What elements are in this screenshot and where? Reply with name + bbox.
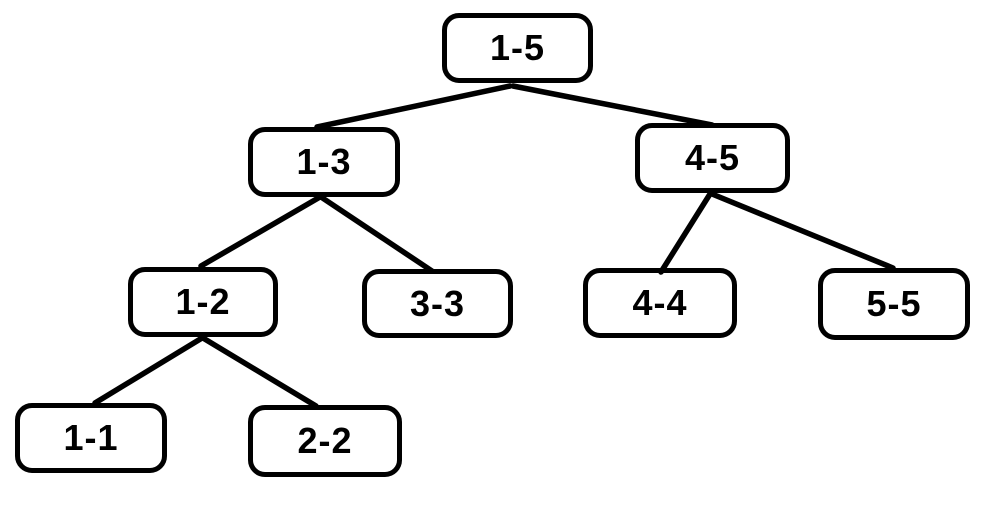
tree-node-label: 1-1 [63, 417, 119, 458]
tree-node-label: 5-5 [866, 283, 922, 324]
tree-node-3-3: 3-3 [362, 269, 513, 338]
tree-node-label: 4-5 [684, 137, 741, 178]
tree-node-5-5: 5-5 [818, 268, 970, 340]
edge-4-5-to-5-5 [709, 191, 896, 271]
edge-1-3-to-3-3 [318, 194, 435, 274]
tree-node-1-1: 1-1 [15, 403, 167, 473]
edge-1-2-to-1-1 [92, 335, 205, 406]
tree-node-label: 4-4 [632, 282, 688, 323]
edge-1-2-to-2-2 [200, 335, 319, 409]
edge-1-5-to-1-3 [314, 83, 513, 130]
edge-4-5-to-4-4 [658, 191, 713, 275]
edge-1-5-to-4-5 [510, 83, 715, 128]
tree-node-label: 2-2 [297, 420, 353, 461]
tree-node-4-5: 4-5 [635, 123, 790, 193]
tree-node-2-2: 2-2 [248, 405, 402, 477]
tree-node-label: 1-5 [489, 27, 546, 68]
tree-node-label: 3-3 [409, 282, 466, 324]
edge-1-3-to-1-2 [198, 194, 323, 269]
tree-node-1-3: 1-3 [248, 127, 400, 197]
tree-node-label: 1-2 [175, 281, 231, 322]
tree-node-1-2: 1-2 [128, 267, 278, 337]
tree-node-label: 1-3 [296, 141, 352, 182]
tree-node-4-4: 4-4 [583, 268, 737, 338]
tree-node-1-5: 1-5 [442, 13, 593, 83]
